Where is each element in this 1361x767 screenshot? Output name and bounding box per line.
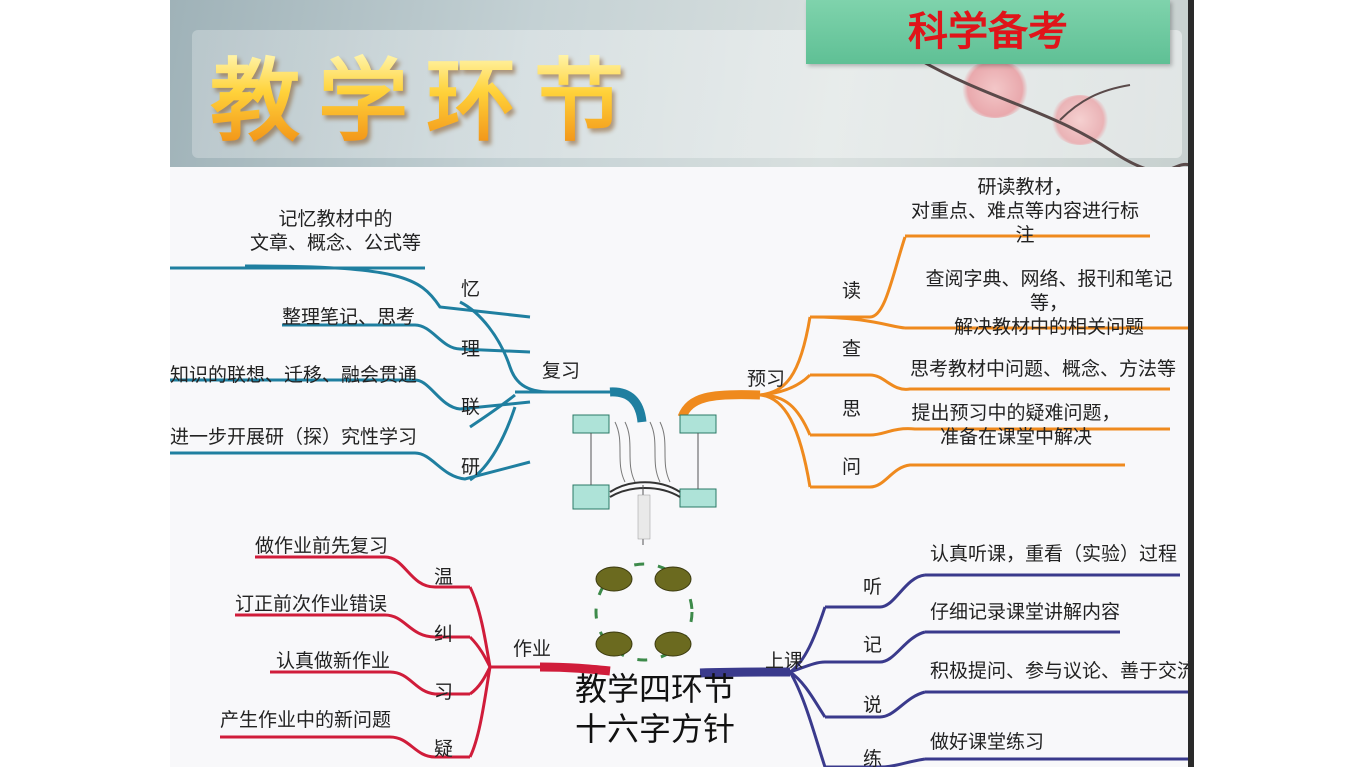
frame-edge [1188, 0, 1194, 767]
review-desc-3: 知识的联想、迁移、融会贯通 [170, 364, 418, 386]
tag-label: 科学备考 [908, 9, 1068, 55]
lesson-desc-2: 仔细记录课堂讲解内容 [930, 601, 1121, 623]
slide-title: 教学环节 [210, 49, 642, 154]
review-key-4: 研 [461, 456, 481, 478]
preview-key-4: 问 [842, 456, 862, 478]
review-branch-lines [170, 264, 610, 482]
review-key-3: 联 [461, 396, 481, 418]
lesson-thick-line [699, 667, 791, 678]
center-title: 教学四环节 十六字方针 [540, 669, 770, 749]
branch-decoration [919, 58, 1191, 167]
central-flow-diagram [572, 414, 717, 545]
lesson-branch-lines [788, 573, 1190, 767]
preview-key-1: 读 [842, 280, 862, 302]
lesson-label: 上课 [765, 650, 804, 672]
homework-thick-line [539, 662, 611, 676]
lesson-desc-4: 做好课堂练习 [930, 731, 1045, 753]
review-key-1: 忆 [461, 278, 481, 300]
lesson-desc-3: 积极提问、参与议论、善于交流 [930, 660, 1193, 682]
review-desc-1: 记忆教材中的 文章、概念、公式等 [249, 208, 421, 254]
review-desc-2: 整理笔记、思考 [282, 306, 416, 328]
review-thick-line [609, 387, 647, 423]
preview-key-2: 查 [842, 338, 862, 360]
homework-key-4: 疑 [434, 738, 454, 760]
homework-label: 作业 [513, 638, 552, 660]
blossom-decoration [960, 60, 1030, 118]
preview-thick-line [677, 390, 761, 419]
lesson-key-1: 听 [863, 576, 883, 598]
lesson-key-3: 说 [863, 694, 883, 716]
title-banner: 教学环节 科学备考 [170, 0, 1193, 167]
homework-desc-2: 订正前次作业错误 [235, 593, 388, 615]
review-key-2: 理 [461, 338, 481, 360]
homework-desc-1: 做作业前先复习 [255, 535, 389, 557]
preview-label: 预习 [747, 368, 786, 390]
mind-map-lines [170, 234, 1190, 767]
center-title-line-1: 教学四环节 [574, 670, 735, 708]
lesson-key-4: 练 [863, 748, 883, 767]
mind-map: 记忆教材中的 文章、概念、公式等 整理笔记、思考 知识的联想、迁移、融会贯通 进… [170, 167, 1193, 767]
homework-key-2: 纠 [434, 623, 454, 645]
review-desc-4: 进一步开展研（探）究性学习 [170, 426, 418, 448]
four-stage-cycle [594, 562, 694, 662]
preview-key-3: 思 [842, 398, 862, 420]
review-label: 复习 [542, 360, 581, 382]
preview-desc-2: 查阅字典、网络、报刊和笔记等， 解决教材中的相关问题 [925, 268, 1173, 338]
preview-branch-lines [759, 234, 1190, 489]
lesson-desc-1: 认真听课，重看（实验）过程 [930, 543, 1178, 565]
tag-box: 科学备考 [806, 0, 1170, 64]
homework-desc-4: 产生作业中的新问题 [220, 709, 392, 731]
homework-key-1: 温 [434, 566, 454, 588]
preview-desc-3: 思考教材中问题、概念、方法等 [910, 358, 1177, 380]
homework-desc-3: 认真做新作业 [276, 650, 391, 672]
slide: 教学环节 科学备考 [170, 0, 1193, 767]
lesson-key-2: 记 [863, 634, 883, 656]
homework-branch-lines [220, 555, 540, 759]
center-title-line-2: 十六字方针 [574, 710, 735, 748]
preview-desc-4: 提出预习中的疑难问题， 准备在课堂中解决 [911, 402, 1121, 448]
preview-desc-1: 研读教材， 对重点、难点等内容进行标注 [910, 176, 1139, 246]
homework-key-3: 习 [434, 681, 454, 703]
